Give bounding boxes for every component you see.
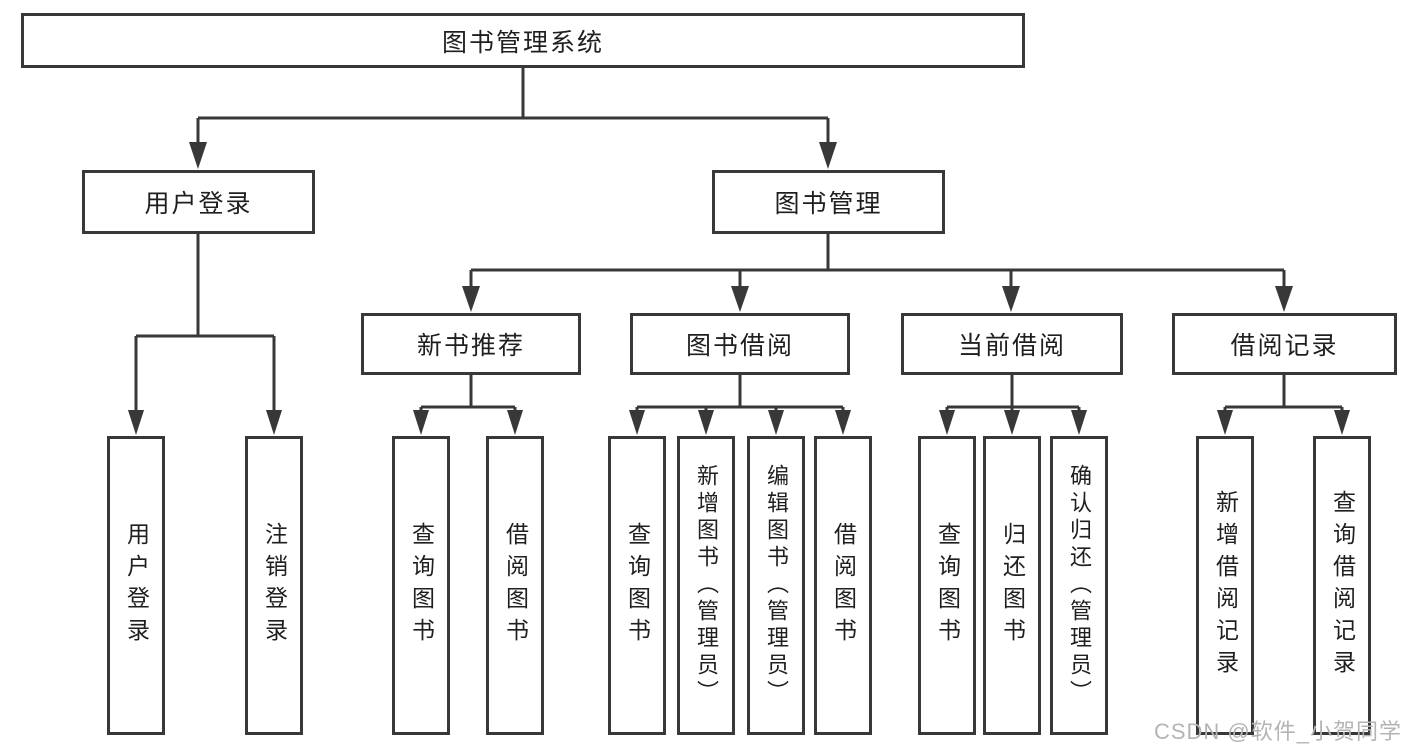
leaf-query-borrow-record: 查询借阅记录 [1313, 436, 1371, 735]
leaf-return-books: 归还图书 [983, 436, 1041, 735]
leaf-add-borrow-record: 新增借阅记录 [1196, 436, 1254, 735]
node-borrow-records: 借阅记录 [1172, 313, 1397, 375]
leaf-query-books-borrow: 查询图书 [608, 436, 666, 735]
leaf-edit-books-admin-label: 编辑图书（管理员） [764, 464, 789, 707]
leaf-edit-books-admin: 编辑图书（管理员） [747, 436, 805, 735]
leaf-borrow-books-recommend-label: 借阅图书 [502, 521, 529, 650]
leaf-query-books-current: 查询图书 [918, 436, 976, 735]
node-current-borrow: 当前借阅 [901, 313, 1123, 375]
leaf-add-borrow-record-label: 新增借阅记录 [1212, 489, 1239, 682]
leaf-query-books-recommend-label: 查询图书 [408, 521, 435, 650]
leaf-user-login-label: 用户登录 [123, 521, 150, 650]
leaf-query-books-borrow-label: 查询图书 [624, 521, 651, 650]
node-current-borrow-label: 当前借阅 [957, 332, 1066, 360]
csdn-watermark: CSDN @软件_小贺同学 [1153, 719, 1402, 744]
leaf-logout-label: 注销登录 [261, 521, 288, 650]
leaf-query-books-current-label: 查询图书 [934, 521, 961, 650]
leaf-add-books-admin: 新增图书（管理员） [677, 436, 735, 735]
node-book-borrow: 图书借阅 [630, 313, 850, 375]
leaf-borrow-books-label: 借阅图书 [830, 521, 857, 650]
leaf-user-login: 用户登录 [107, 436, 165, 735]
node-book-management-label: 图书管理 [774, 190, 883, 218]
node-new-book-recommend: 新书推荐 [361, 313, 581, 375]
leaf-borrow-books: 借阅图书 [814, 436, 872, 735]
leaf-confirm-return-admin: 确认归还（管理员） [1050, 436, 1108, 735]
node-library-system: 图书管理系统 [21, 13, 1025, 68]
node-book-management: 图书管理 [712, 170, 945, 234]
node-borrow-records-label: 借阅记录 [1230, 332, 1339, 360]
leaf-return-books-label: 归还图书 [999, 521, 1026, 650]
node-user-login-label: 用户登录 [144, 190, 253, 218]
node-new-book-recommend-label: 新书推荐 [416, 332, 525, 360]
leaf-query-borrow-record-label: 查询借阅记录 [1329, 489, 1356, 682]
leaf-add-books-admin-label: 新增图书（管理员） [694, 464, 719, 707]
node-book-borrow-label: 图书借阅 [685, 332, 794, 360]
leaf-query-books-recommend: 查询图书 [392, 436, 450, 735]
leaf-borrow-books-recommend: 借阅图书 [486, 436, 544, 735]
leaf-logout: 注销登录 [245, 436, 303, 735]
node-library-system-label: 图书管理系统 [441, 28, 604, 57]
node-user-login: 用户登录 [82, 170, 315, 234]
leaf-confirm-return-admin-label: 确认归还（管理员） [1067, 464, 1092, 707]
